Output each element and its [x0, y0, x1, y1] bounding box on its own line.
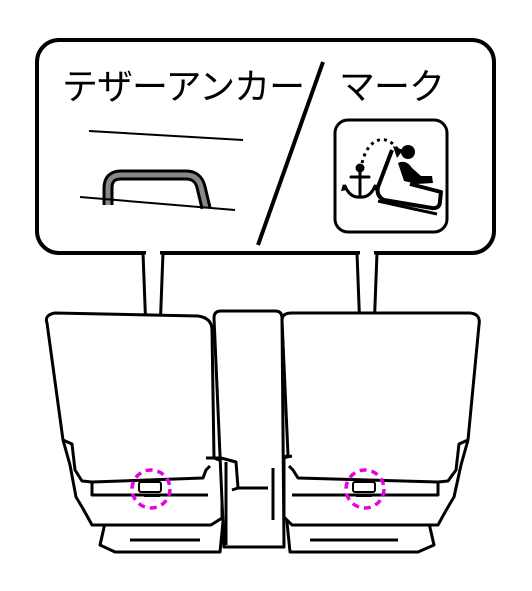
seatback-left	[44, 311, 224, 527]
rear-seat-illustration	[44, 309, 481, 554]
callout-divider	[256, 61, 325, 246]
child-seat-anchor-icon	[333, 118, 449, 234]
seat-anchor-left	[130, 468, 172, 510]
highlight-circle-right	[344, 468, 386, 510]
highlight-circle-left	[130, 468, 172, 510]
mark-label: マーク	[339, 67, 445, 108]
seatback-right	[280, 311, 481, 527]
tether-anchor-label: テザーアンカー	[62, 67, 305, 108]
tether-anchor-illustration	[79, 130, 244, 211]
seat-anchor-right	[344, 468, 386, 510]
